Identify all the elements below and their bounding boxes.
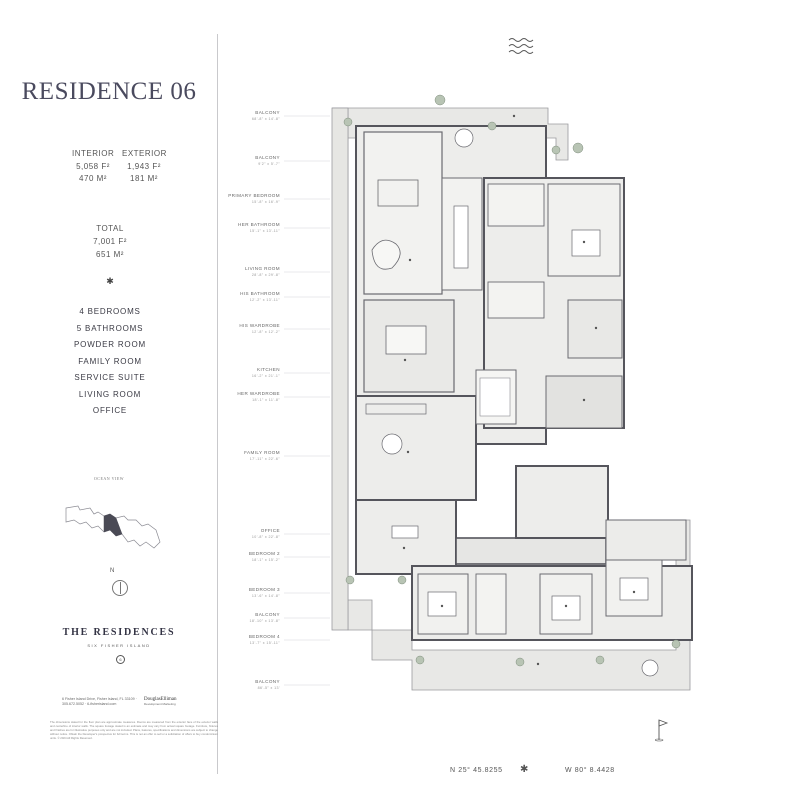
his-wardrobe	[567, 299, 623, 359]
exterior-area: EXTERIOR 1,943 F² 181 M²	[122, 148, 166, 186]
kitchen-island	[385, 325, 427, 355]
leader-lines	[284, 115, 330, 686]
ocean-view-label: OCEAN VIEW	[93, 476, 125, 481]
waves-icon	[508, 38, 534, 54]
flag-icon	[655, 719, 669, 742]
family-sofa	[365, 403, 427, 415]
room-list: 4 BEDROOMS 5 BATHROOMS POWDER ROOM FAMIL…	[40, 304, 180, 420]
interior-label: INTERIOR	[72, 149, 115, 158]
latitude: N 25° 45.8255	[450, 767, 503, 774]
room-markers	[402, 114, 636, 666]
developer-logo: DouglasElliman Development Marketing	[144, 697, 177, 707]
curved-sofa	[371, 239, 401, 270]
separator-star-icon: ✱	[106, 276, 114, 286]
her-bathroom	[487, 183, 545, 227]
desk	[391, 525, 419, 539]
bathroom-2	[475, 573, 507, 635]
service-suite	[515, 465, 609, 539]
her-wardrobe	[545, 375, 623, 429]
north-label: N	[110, 568, 115, 574]
page-title: RESIDENCE 06	[21, 78, 197, 105]
bedroom-4-bed	[619, 577, 649, 601]
room-item: 4 BEDROOMS	[79, 307, 141, 316]
total-label: TOTAL	[96, 224, 124, 233]
vertical-divider	[217, 34, 218, 774]
west-balcony	[331, 107, 349, 631]
room-item: 5 BATHROOMS	[76, 323, 144, 333]
room-item: SERVICE SUITE	[74, 373, 146, 382]
brand-name: THE RESIDENCES	[62, 627, 176, 638]
total-sqft: 7,001 F²	[93, 237, 127, 246]
key-plan-diagram	[65, 505, 161, 549]
east-room	[605, 519, 687, 561]
bedroom-2-bed	[427, 591, 457, 617]
interior-area: INTERIOR 5,058 F² 470 M²	[72, 148, 114, 186]
pool	[479, 377, 511, 417]
total-sqm: 651 M²	[96, 250, 124, 259]
developer-name: DouglasElliman	[144, 697, 177, 702]
room-item: FAMILY ROOM	[78, 356, 142, 366]
developer-sub: Development Marketing	[144, 702, 176, 706]
plants	[343, 94, 681, 667]
brand-mark-icon: 6	[116, 655, 125, 664]
his-bathroom	[487, 281, 545, 319]
interior-sqm: 470 M²	[79, 174, 107, 183]
office	[355, 499, 457, 575]
balcony-table	[641, 659, 659, 677]
room-item: POWDER ROOM	[74, 340, 146, 349]
residence-highlight	[103, 513, 123, 537]
room-item: OFFICE	[92, 406, 128, 415]
interior-sqft: 5,058 F²	[76, 161, 110, 171]
bedroom-3-bed	[551, 595, 581, 621]
family-room	[355, 395, 477, 501]
primary-bed	[571, 229, 601, 257]
exterior-label: EXTERIOR	[122, 149, 167, 158]
dining-table	[453, 205, 469, 269]
coffee-table	[381, 433, 403, 455]
living-room	[363, 131, 443, 295]
total-area: TOTAL 7,001 F² 651 M²	[60, 222, 160, 261]
address: 6 Fisher Island Drive, Fisher Island, FL…	[62, 697, 137, 706]
exterior-sqft: 1,943 F²	[127, 161, 161, 171]
compass-star-icon: ✱	[520, 764, 529, 775]
legal-disclaimer: The dimensions stated for the floor plan…	[50, 720, 218, 741]
exterior-sqm: 181 M²	[130, 174, 158, 183]
compass-icon	[112, 580, 128, 596]
corridor	[455, 537, 607, 565]
brand-subtitle: SIX FISHER ISLAND	[87, 643, 151, 648]
longitude: W 80° 8.4428	[565, 767, 615, 774]
balcony-table	[454, 128, 474, 148]
sofa	[377, 179, 419, 207]
room-item: LIVING ROOM	[78, 389, 142, 399]
